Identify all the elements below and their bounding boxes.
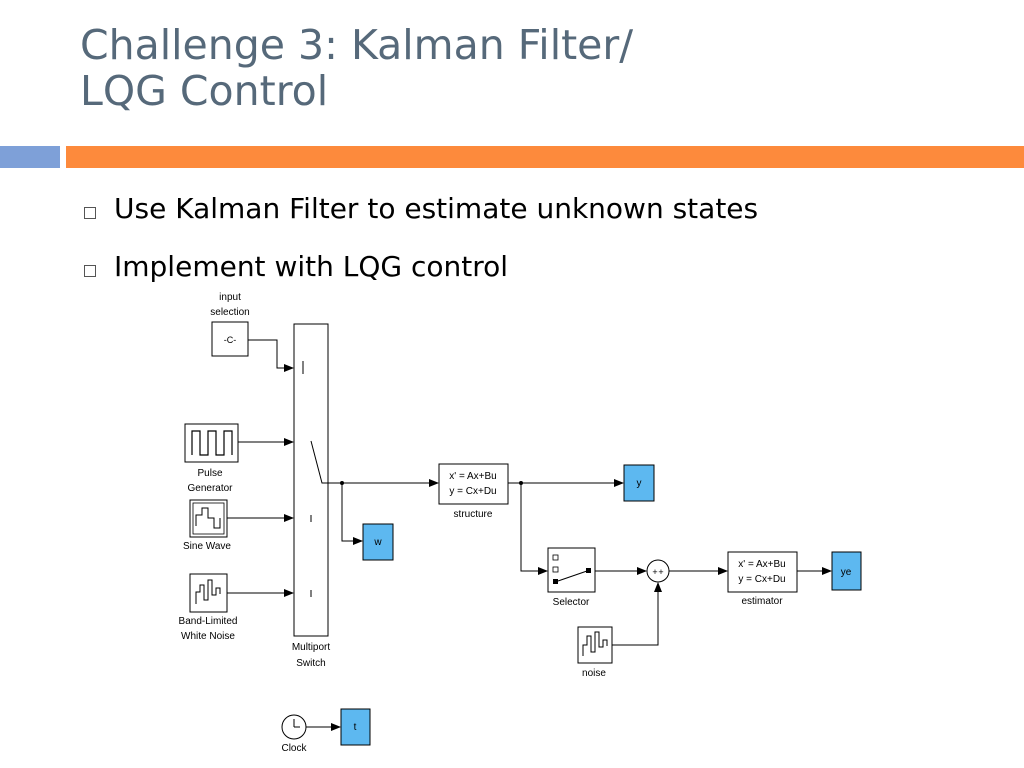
bullet-text: Use Kalman Filter to estimate unknown st… (114, 192, 759, 225)
selector-label: Selector (553, 597, 590, 608)
estimator-state-space-block[interactable] (727, 551, 798, 593)
constant-label-line2: selection (210, 307, 249, 318)
pulse-label-line2: Generator (187, 483, 233, 494)
switch-label-line1: Multiport (292, 642, 331, 653)
pulse-generator-block[interactable] (184, 423, 239, 463)
bullet-square-icon (84, 265, 96, 277)
output-w-block[interactable] (362, 523, 394, 561)
estimator-equation-2: y = Cx+Du (738, 574, 785, 585)
structure-equation-2: y = Cx+Du (449, 486, 496, 497)
noise-icon (582, 631, 608, 656)
slide-title: Challenge 3: Kalman Filter/ LQG Control (80, 22, 980, 114)
structure-equation-1: x' = Ax+Bu (449, 471, 497, 482)
noise-label: noise (582, 668, 606, 679)
bullet-square-icon (84, 207, 96, 219)
sum-signs: + + (652, 567, 663, 577)
estimator-equation-1: x' = Ax+Bu (738, 559, 786, 570)
multiport-switch-block[interactable] (293, 323, 329, 637)
noise-wave-icon (195, 579, 221, 604)
sine-wave-icon (195, 507, 221, 529)
structure-state-space-block[interactable] (438, 463, 509, 505)
constant-value: -C- (224, 335, 237, 345)
output-ye-block[interactable] (831, 551, 862, 591)
accent-bar-orange (66, 146, 1024, 168)
output-y-block[interactable] (623, 464, 655, 502)
accent-bar-blue (0, 146, 60, 168)
noise-source-label-line1: Band-Limited (179, 616, 238, 627)
pulse-label-line1: Pulse (197, 468, 222, 479)
clock-label: Clock (281, 743, 307, 754)
bullet-text: Implement with LQG control (114, 250, 509, 283)
output-ye-label: ye (841, 567, 852, 578)
switch-label-line2: Switch (296, 658, 325, 669)
output-w-label: w (373, 537, 382, 548)
title-line-1: Challenge 3: Kalman Filter/ (80, 21, 634, 69)
structure-label: structure (454, 509, 493, 520)
output-y-label: y (637, 478, 642, 489)
output-t-label: t (354, 722, 357, 733)
constant-block[interactable] (211, 321, 249, 357)
title-line-2: LQG Control (80, 67, 329, 115)
constant-label-line1: input (219, 292, 241, 303)
noise-source-label-line2: White Noise (181, 631, 235, 642)
output-t-block[interactable] (340, 708, 371, 746)
pulse-wave-icon (191, 430, 233, 456)
sine-label: Sine Wave (183, 541, 231, 552)
estimator-label: estimator (741, 596, 783, 607)
